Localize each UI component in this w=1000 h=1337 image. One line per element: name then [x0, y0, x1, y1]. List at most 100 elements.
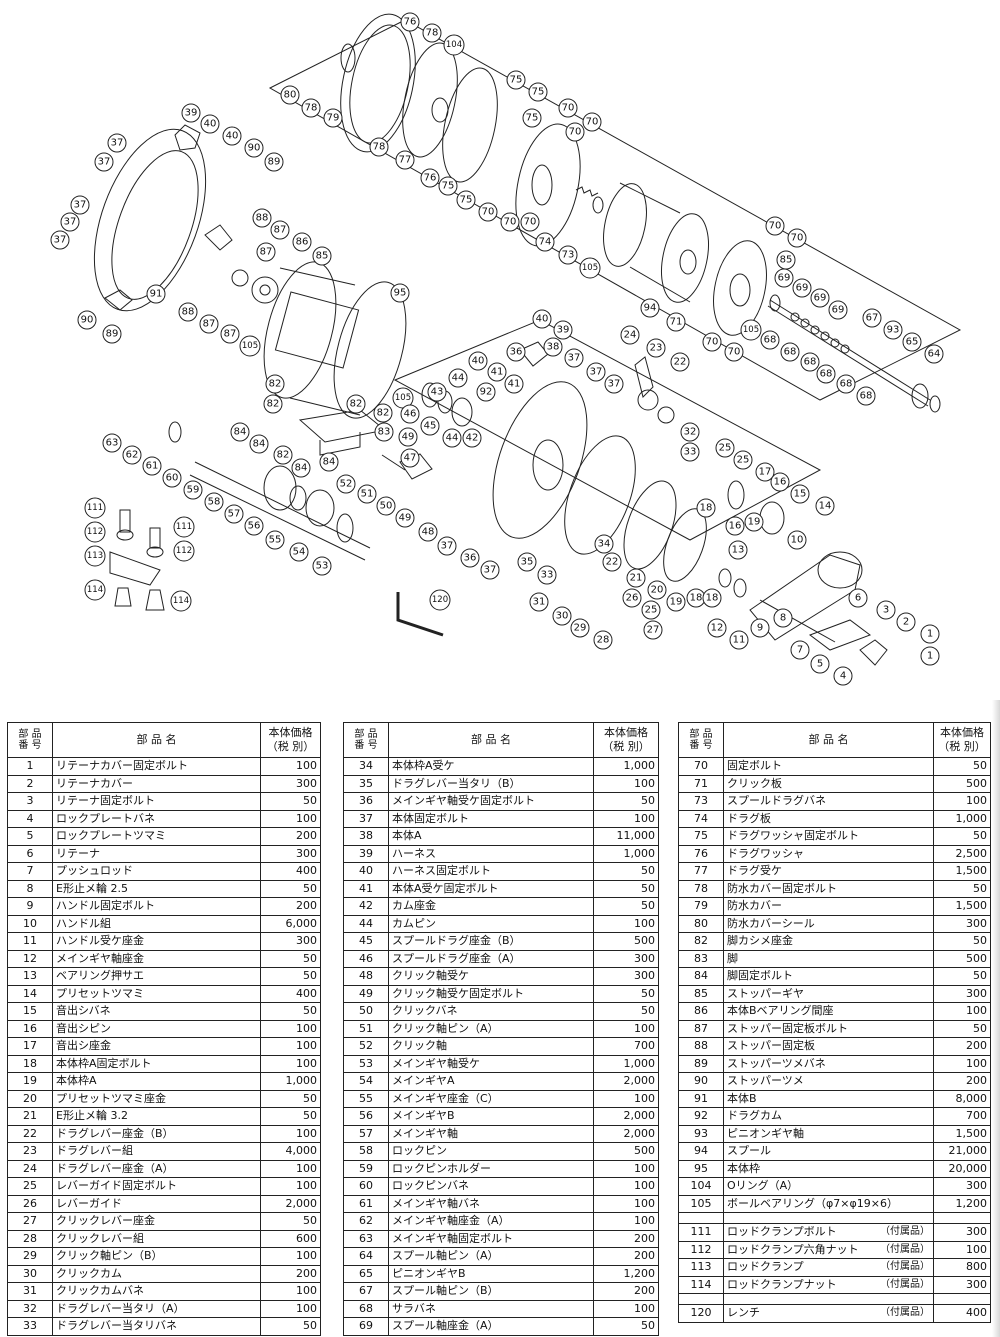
callout-number: 70	[769, 221, 782, 232]
part-number: 8	[7, 879, 53, 898]
part-price: 100	[593, 774, 659, 793]
part-name: スプールドラグバネ	[723, 792, 934, 811]
part-callout: 76	[420, 168, 440, 188]
part-callout: 25	[733, 450, 753, 470]
part-callout: 70	[582, 112, 602, 132]
part-name: ドラグワッシャ	[723, 844, 934, 863]
part-number: 5	[7, 827, 53, 846]
part-callout: 75	[522, 108, 542, 128]
part-name-text: リテーナカバー	[56, 776, 133, 790]
part-number: 85	[678, 984, 724, 1003]
part-price: 100	[593, 1212, 659, 1231]
callout-number: 76	[424, 173, 437, 184]
callout-number: 18	[706, 593, 719, 604]
part-callout: 75	[438, 176, 458, 196]
callout-circle	[833, 666, 853, 686]
part-name: メインギヤ軸座金	[52, 949, 261, 968]
callout-number: 105	[395, 393, 411, 403]
part-name-text: ロッドクランプナット	[727, 1277, 837, 1291]
part-price: 200	[593, 1282, 659, 1301]
part-callout: 17	[755, 462, 775, 482]
part-callout: 84	[230, 422, 250, 442]
part-price: 2,000	[593, 1072, 659, 1091]
part-name: 脚	[723, 949, 934, 968]
callout-number: 69	[832, 305, 845, 316]
callout-circle	[517, 552, 537, 572]
part-name: メインギヤ軸バネ	[388, 1194, 594, 1213]
callout-circle	[291, 458, 311, 478]
callout-circle	[390, 283, 410, 303]
part-name: メインギヤ軸固定ボルト	[388, 1229, 594, 1248]
part-number: 1	[7, 757, 53, 776]
part-callout: 25	[715, 438, 735, 458]
callout-circle	[696, 498, 716, 518]
part-number: 53	[343, 1054, 389, 1073]
part-name: サラバネ	[388, 1299, 594, 1318]
part-name: ハンドル受ケ座金	[52, 932, 261, 951]
part-callout: 40	[532, 309, 552, 329]
part-name-text: クリック軸受ケ	[392, 969, 469, 983]
callout-number: 84	[253, 439, 266, 450]
callout-circle	[733, 450, 753, 470]
part-callout: 12	[707, 618, 727, 638]
callout-circle	[476, 382, 496, 402]
part-number: 45	[343, 932, 389, 951]
part-price: 200	[933, 1072, 991, 1091]
part-name-text: スプール	[727, 1144, 771, 1158]
part-callout: 95	[390, 283, 410, 303]
part-number: 42	[343, 897, 389, 916]
callout-number: 49	[399, 513, 412, 524]
part-callout: 83	[374, 422, 394, 442]
callout-number: 10	[791, 535, 804, 546]
callout-number: 22	[674, 357, 687, 368]
part-callout: 68	[800, 352, 820, 372]
callout-circle	[558, 98, 578, 118]
part-name: ドラグレバー座金（B）	[52, 1124, 261, 1143]
callout-circle	[173, 516, 195, 538]
part-number: 38	[343, 827, 389, 846]
part-number: 68	[343, 1299, 389, 1318]
part-name-text: ストッパーツメバネ	[727, 1056, 826, 1070]
part-number: 63	[343, 1229, 389, 1248]
callout-number: 65	[906, 337, 919, 348]
callout-circle	[604, 374, 624, 394]
callout-circle	[181, 103, 201, 123]
part-price: 300	[933, 984, 991, 1003]
part-number: 62	[343, 1212, 389, 1231]
callout-number: 73	[562, 250, 575, 261]
callout-number: 111	[87, 503, 103, 513]
part-number: 46	[343, 949, 389, 968]
part-callout: 80	[280, 85, 300, 105]
part-callout: 58	[204, 492, 224, 512]
callout-number: 94	[644, 303, 657, 314]
callout-circle	[84, 579, 106, 601]
part-number: 9	[7, 897, 53, 916]
part-callout: 40	[200, 114, 220, 134]
callout-circle	[230, 422, 250, 442]
callout-circle	[400, 448, 420, 468]
callout-circle	[292, 232, 312, 252]
callout-number: 56	[248, 521, 261, 532]
part-name-text: クリックカム	[56, 1266, 122, 1280]
part-callout: 70	[702, 332, 722, 352]
part-callout: 49	[398, 427, 418, 447]
part-name: ボールベアリング（φ7×φ19×6）	[723, 1194, 934, 1213]
callout-circle	[427, 382, 447, 402]
